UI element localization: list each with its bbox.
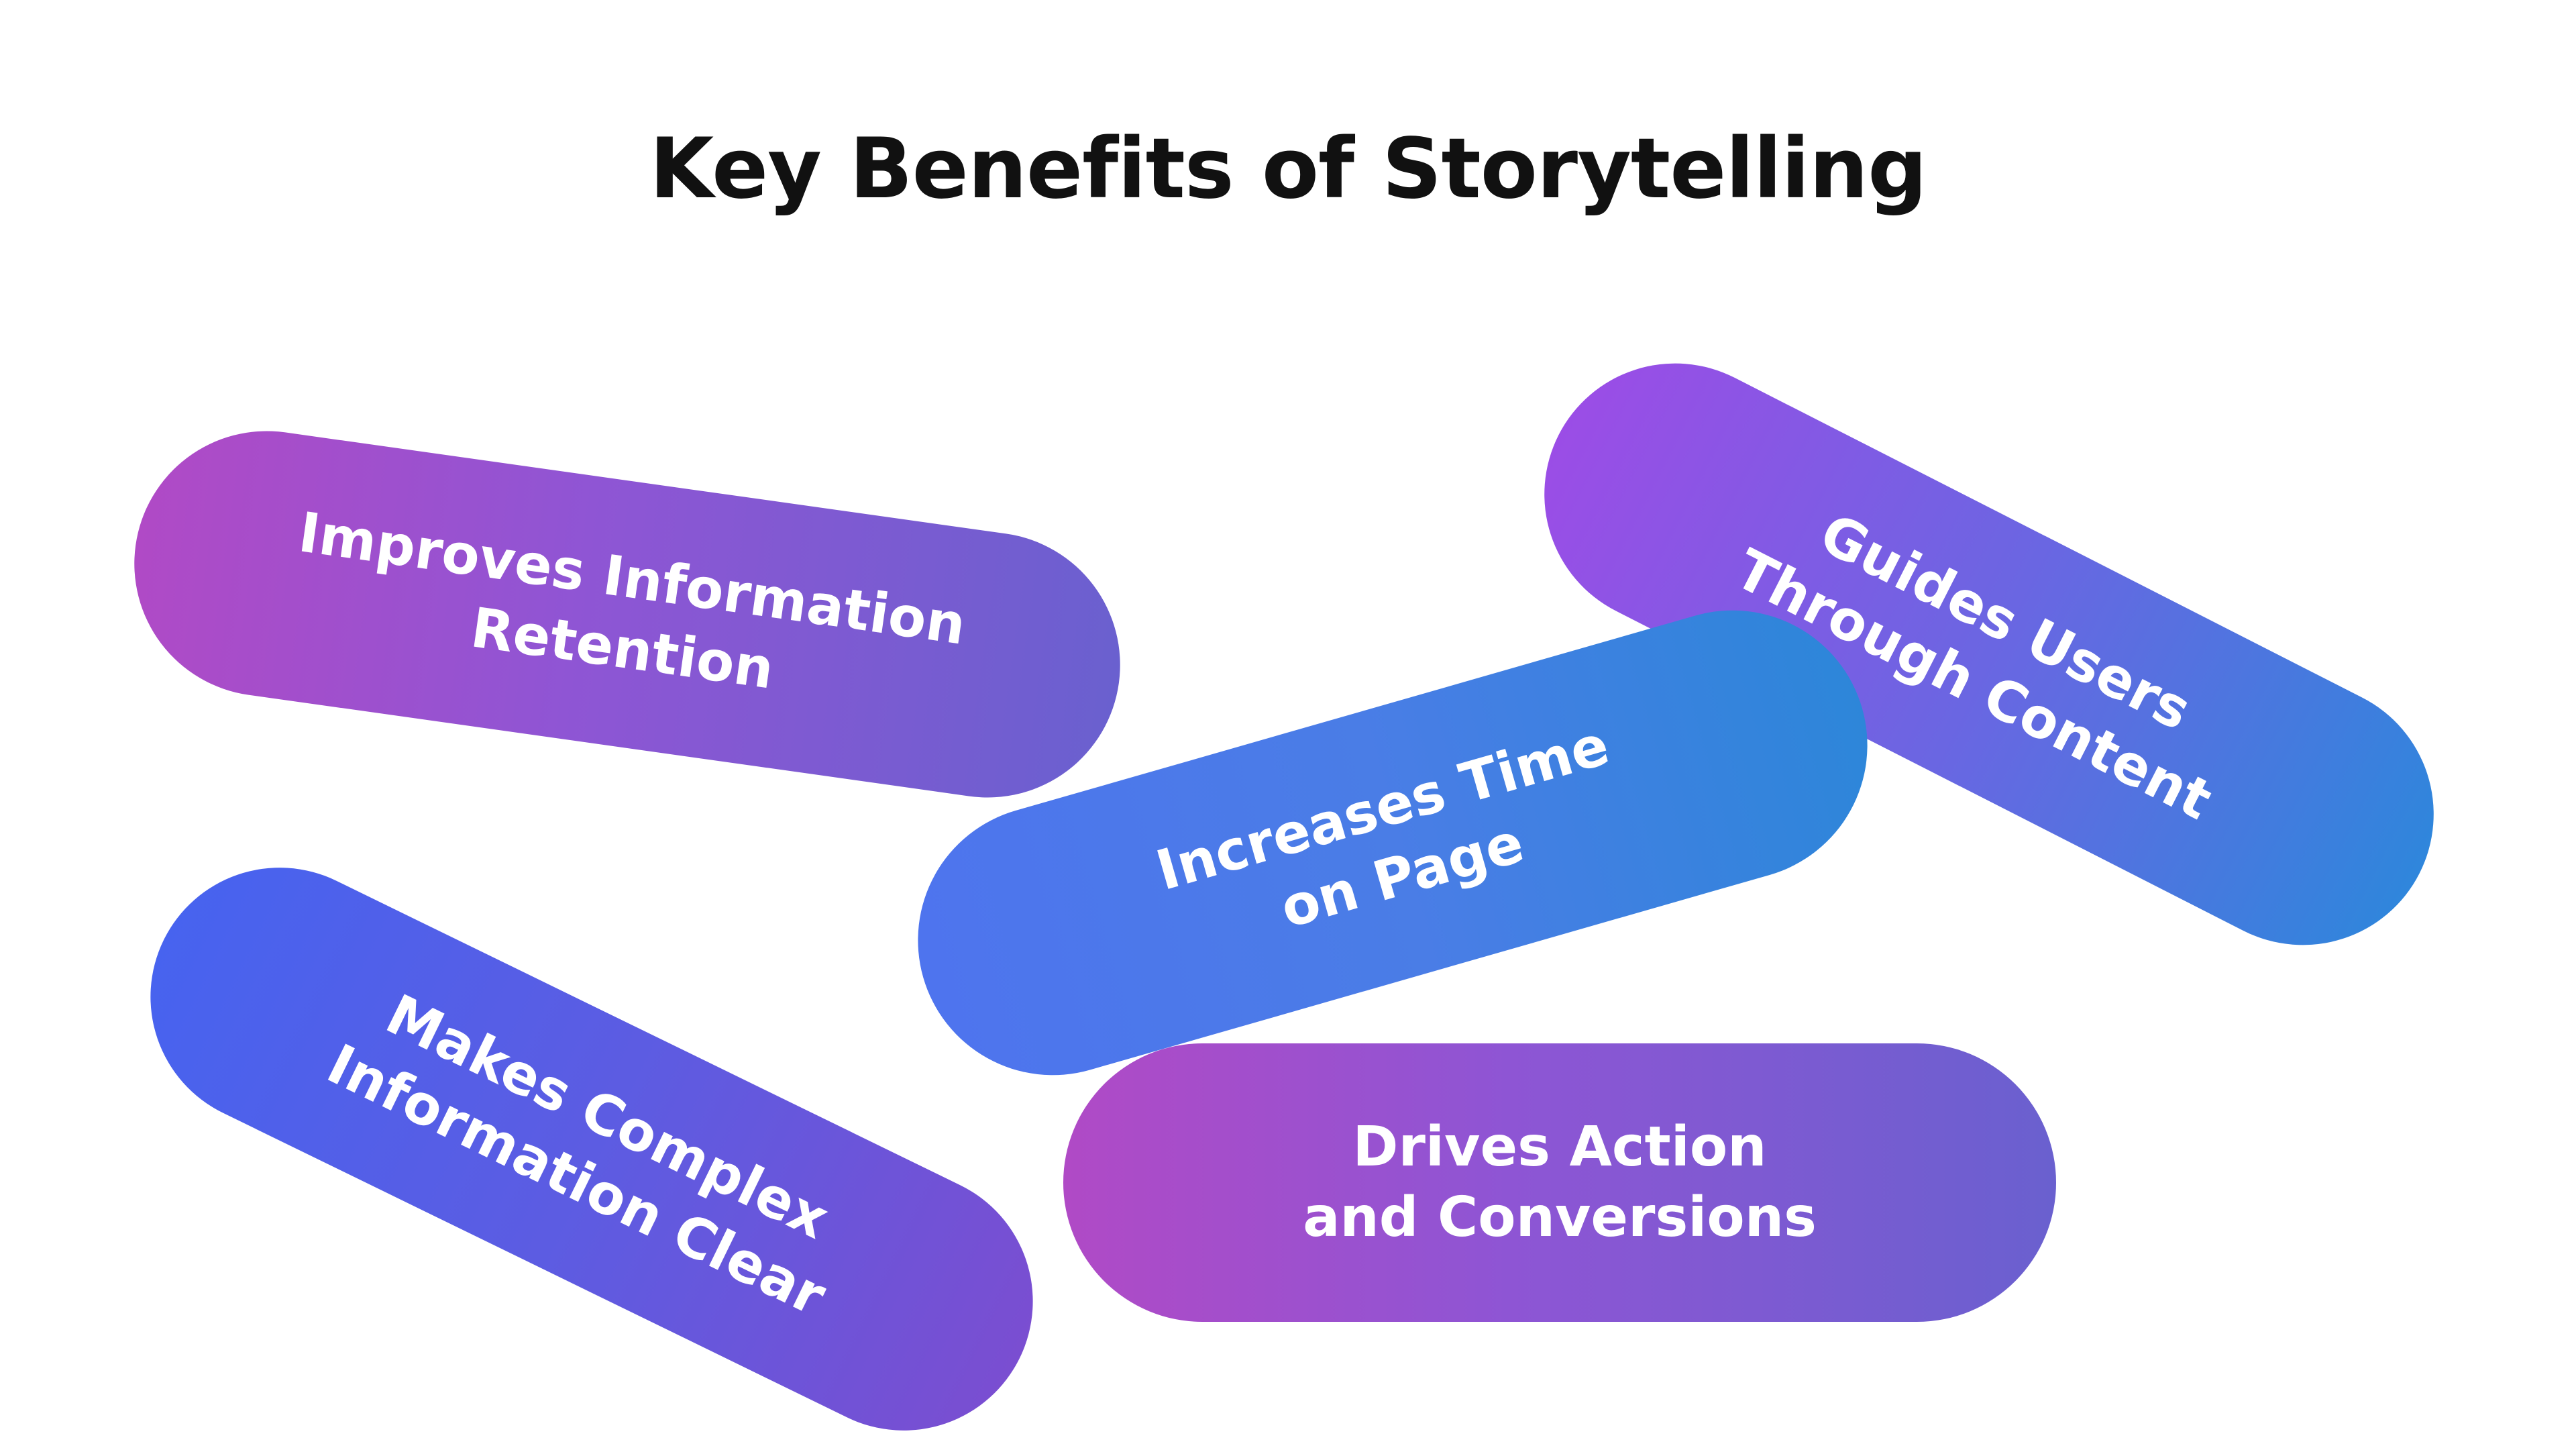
benefit-pill-drives-action: Drives Action and Conversions	[1063, 1043, 2056, 1322]
benefit-label: Increases Time on Page	[1149, 713, 1616, 941]
benefit-label: Improves Information Retention	[294, 500, 970, 702]
benefit-pill-information-retention: Improves Information Retention	[117, 413, 1138, 815]
diagram-title: Key Benefits of Storytelling	[649, 121, 1927, 217]
benefit-label: Makes Complex Information Clear	[317, 982, 839, 1329]
benefit-label: Drives Action and Conversions	[1303, 1115, 1817, 1249]
